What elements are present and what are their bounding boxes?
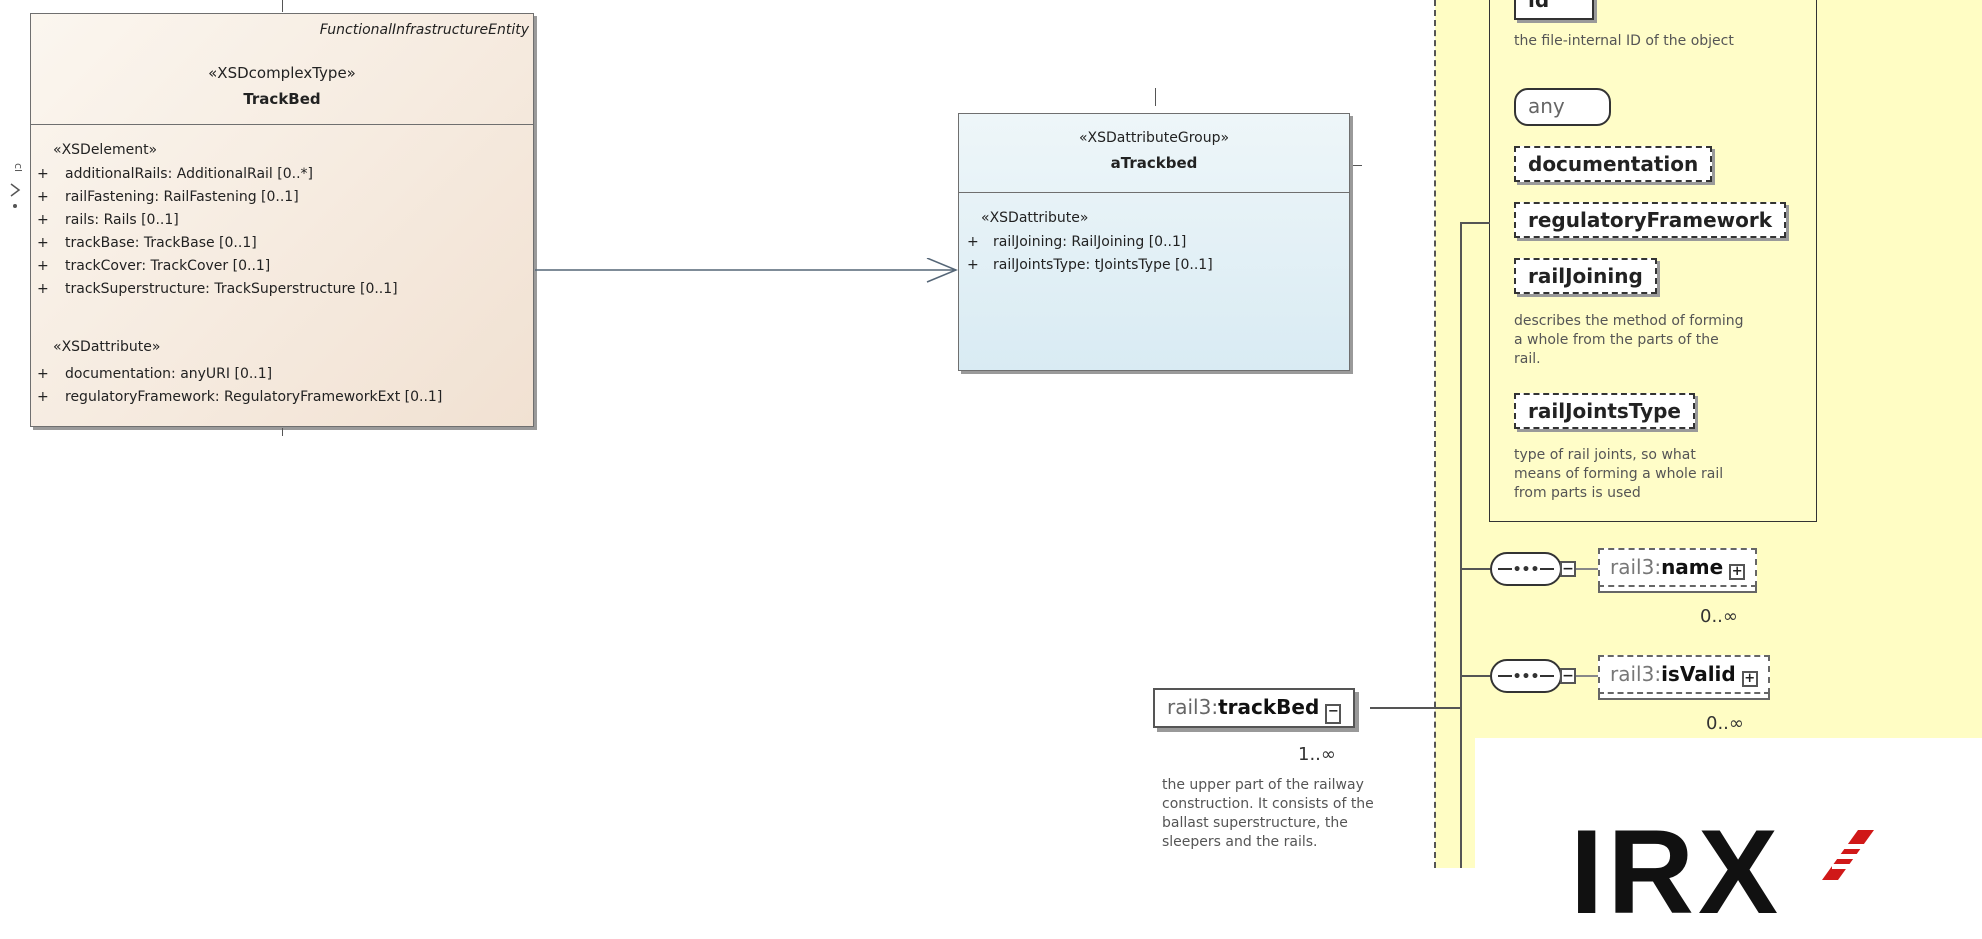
element-name: isValid: [1661, 662, 1736, 686]
connector-stub: [282, 428, 283, 436]
any-label: any: [1528, 94, 1565, 118]
cardinality: 0..∞: [1700, 606, 1738, 627]
any-attribute[interactable]: any: [1514, 88, 1611, 126]
connector-stub: [1352, 165, 1362, 166]
class-stereotype: «XSDcomplexType»: [208, 64, 356, 82]
class-attribute[interactable]: + railJointsType: tJointsType [0..1]: [967, 257, 1213, 273]
collapse-toggle[interactable]: −: [1560, 668, 1576, 684]
visibility-marker: +: [37, 235, 49, 251]
class-attribute[interactable]: + trackSuperstructure: TrackSuperstructur…: [37, 281, 398, 297]
class-attribute[interactable]: + rails: Rails [0..1]: [37, 212, 179, 228]
attribute-text: documentation: anyURI [0..1]: [65, 366, 273, 382]
visibility-marker: +: [37, 258, 49, 274]
visibility-marker: +: [37, 366, 49, 382]
regulatoryframework-attribute[interactable]: regulatoryFramework: [1514, 202, 1787, 238]
logo-text: IRX: [1570, 805, 1783, 939]
left-margin-marker: cl: [8, 158, 25, 218]
attribute-name: railJointsType: [1528, 399, 1681, 423]
sequence-symbol: •••: [1511, 669, 1541, 685]
visibility-marker: +: [37, 281, 49, 297]
namespace-prefix: rail3:: [1167, 695, 1219, 719]
name-element[interactable]: rail3:name +: [1598, 548, 1758, 587]
tree-branch-line: [1370, 707, 1462, 709]
documentation-attribute[interactable]: documentation: [1514, 146, 1713, 182]
collapse-icon[interactable]: −: [1325, 704, 1342, 724]
tree-branch-line: [1576, 568, 1598, 570]
class-name: aTrackbed: [1110, 154, 1198, 172]
class-attribute[interactable]: + railJoining: RailJoining [0..1]: [967, 234, 1186, 250]
isvalid-element[interactable]: rail3:isValid +: [1598, 655, 1770, 694]
class-attribute[interactable]: + documentation: anyURI [0..1]: [37, 366, 272, 382]
class-attribute[interactable]: + railFastening: RailFastening [0..1]: [37, 189, 299, 205]
svg-text:cl: cl: [12, 163, 22, 172]
visibility-marker: +: [37, 389, 49, 405]
tree-branch-line: [1460, 222, 1490, 224]
class-attribute[interactable]: + regulatoryFramework: RegulatoryFramewor…: [37, 389, 442, 405]
namespace-prefix: rail3:: [1610, 662, 1662, 686]
railjoining-documentation: describes the method of forming a whole …: [1514, 313, 1744, 367]
cardinality: 1..∞: [1298, 744, 1336, 765]
visibility-marker: +: [967, 234, 979, 250]
logo-mark-icon: [1822, 830, 1876, 880]
attribute-name: regulatoryFramework: [1528, 208, 1773, 232]
element-section-label: «XSDelement»: [53, 142, 158, 158]
connector-stub: [282, 0, 283, 12]
class-stereotype: «XSDattributeGroup»: [1078, 130, 1230, 146]
class-header: «XSDattributeGroup» aTrackbed: [959, 114, 1349, 193]
class-attribute[interactable]: + trackBase: TrackBase [0..1]: [37, 235, 257, 251]
tree-branch-line: [1460, 675, 1490, 677]
expand-icon[interactable]: +: [1729, 564, 1746, 580]
attribute-section-label: «XSDattribute»: [53, 339, 161, 355]
attribute-text: additionalRails: AdditionalRail [0..*]: [65, 166, 314, 182]
namespace-prefix: rail3:: [1610, 555, 1662, 579]
attribute-name: documentation: [1528, 152, 1699, 176]
trackbed-element[interactable]: rail3:trackBed−: [1153, 688, 1356, 728]
attribute-text: trackCover: TrackCover [0..1]: [65, 258, 271, 274]
id-documentation: the file-internal ID of the object: [1514, 33, 1734, 49]
attribute-text: regulatoryFramework: RegulatoryFramework…: [65, 389, 443, 405]
attribute-text: trackSuperstructure: TrackSuperstructure…: [65, 281, 398, 297]
visibility-marker: +: [967, 257, 979, 273]
attribute-text: railJoining: RailJoining [0..1]: [993, 234, 1187, 250]
cardinality: 0..∞: [1706, 713, 1744, 734]
class-header: FunctionalInfrastructureEntity «XSDcompl…: [31, 14, 533, 125]
attribute-text: rails: Rails [0..1]: [65, 212, 179, 228]
attribute-text: railFastening: RailFastening [0..1]: [65, 189, 299, 205]
sequence-icon[interactable]: •••: [1490, 659, 1562, 693]
sequence-icon[interactable]: •••: [1490, 552, 1562, 586]
expand-icon[interactable]: +: [1741, 671, 1758, 687]
element-name: trackBed: [1218, 695, 1320, 719]
connector-stub: [1155, 88, 1156, 106]
railjointstype-attribute[interactable]: railJointsType: [1514, 393, 1695, 429]
visibility-marker: +: [37, 189, 49, 205]
visibility-marker: +: [37, 166, 49, 182]
trackbed-class-box[interactable]: FunctionalInfrastructureEntity «XSDcompl…: [30, 13, 534, 427]
railjointstype-documentation: type of rail joints, so what means of fo…: [1514, 447, 1724, 501]
attribute-text: railJointsType: tJointsType [0..1]: [993, 257, 1213, 273]
id-attribute[interactable]: id: [1514, 0, 1594, 20]
atrackbed-attributegroup-box[interactable]: «XSDattributeGroup» aTrackbed «XSDattrib…: [958, 113, 1350, 371]
parent-class-name: FunctionalInfrastructureEntity: [319, 22, 529, 38]
collapse-toggle[interactable]: −: [1560, 561, 1576, 577]
association-arrow[interactable]: [535, 258, 959, 288]
tree-trunk-line: [1460, 222, 1462, 868]
trackbed-documentation: the upper part of the railway constructi…: [1162, 777, 1374, 850]
visibility-marker: +: [37, 212, 49, 228]
railjoining-attribute[interactable]: railJoining: [1514, 258, 1657, 294]
attribute-section-label: «XSDattribute»: [981, 210, 1089, 226]
class-attribute[interactable]: + additionalRails: AdditionalRail [0..*]: [37, 166, 313, 182]
element-name: name: [1661, 555, 1724, 579]
panel-dashed-border: [1434, 0, 1436, 868]
logo-area: [1475, 738, 1982, 868]
tree-branch-line: [1576, 675, 1598, 677]
sequence-symbol: •••: [1511, 562, 1541, 578]
attribute-text: trackBase: TrackBase [0..1]: [65, 235, 257, 251]
class-name: TrackBed: [243, 90, 321, 108]
attribute-name: id: [1528, 0, 1550, 12]
tree-branch-line: [1460, 568, 1490, 570]
class-attribute[interactable]: + trackCover: TrackCover [0..1]: [37, 258, 270, 274]
attribute-name: railJoining: [1528, 264, 1643, 288]
